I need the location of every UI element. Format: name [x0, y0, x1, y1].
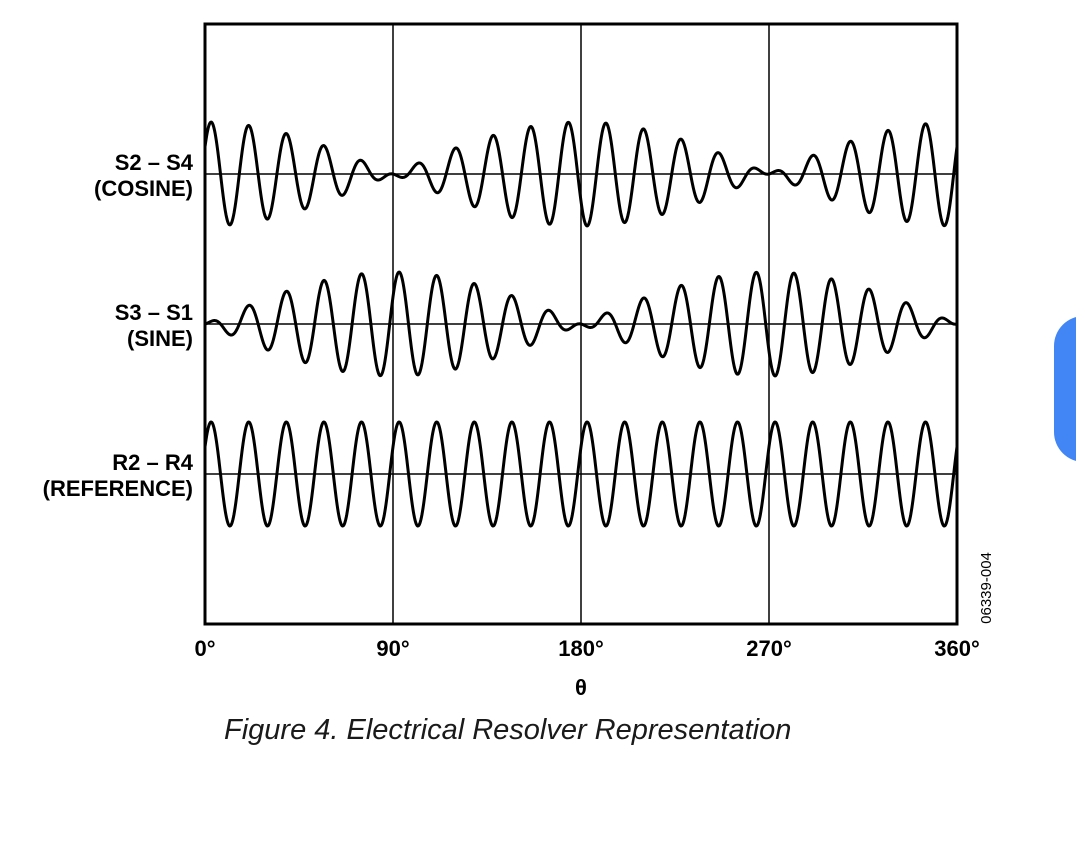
series-trace-2 — [203, 420, 959, 528]
x-axis-label: θ — [575, 675, 587, 700]
x-tick-label-2: 180° — [558, 636, 604, 661]
figure-caption: Figure 4. Electrical Resolver Representa… — [224, 714, 792, 746]
series-label-1-line1: S3 – S1 — [115, 300, 193, 325]
series-label-0-line1: S2 – S4 — [115, 150, 194, 175]
x-tick-label-3: 270° — [746, 636, 792, 661]
x-tick-label-0: 0° — [194, 636, 215, 661]
trace-layer — [203, 120, 959, 528]
series-trace-1 — [204, 270, 958, 378]
series-label-2-line1: R2 – R4 — [112, 450, 193, 475]
plot-frame — [203, 22, 959, 626]
tick-layer: 0° 90° 180° 270° 360° — [194, 636, 979, 661]
x-tick-label-1: 90° — [376, 636, 409, 661]
label-layer: S2 – S4(COSINE) S3 – S1(SINE) R2 – R4(REFE… — [43, 150, 194, 501]
series-label-0-line2: (COSINE) — [94, 176, 193, 201]
series-label-2-line2: (REFERENCE) — [43, 476, 193, 501]
series-label-1-line2: (SINE) — [127, 326, 193, 351]
figure-id-annotation: 06339-004 — [978, 552, 995, 624]
side-tab[interactable] — [1054, 316, 1076, 462]
series-trace-0 — [203, 120, 959, 228]
x-tick-label-4: 360° — [934, 636, 980, 661]
